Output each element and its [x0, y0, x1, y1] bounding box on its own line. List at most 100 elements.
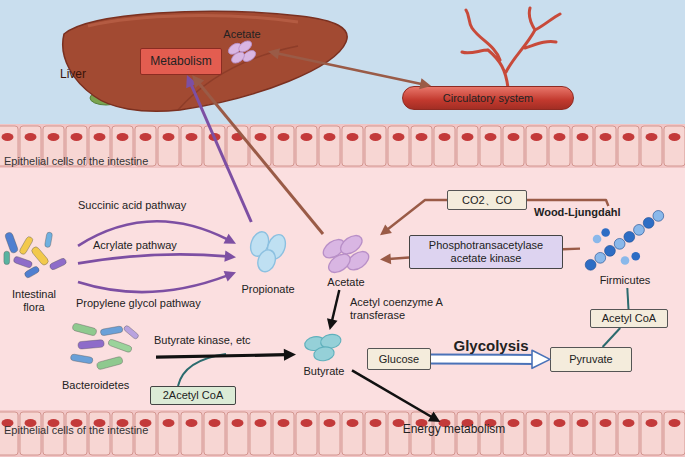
epithelial-cell: [641, 412, 662, 455]
epithelial-cell: [526, 126, 547, 166]
cell-nucleus: [577, 419, 589, 427]
node-text: Acetate: [312, 276, 380, 289]
arrow-line: [387, 200, 447, 230]
cell-nucleus: [531, 133, 543, 141]
enzyme-box: Phosphotransacetylase acetate kinase: [409, 235, 563, 269]
rod-bacterium: [44, 232, 52, 248]
epithelial-cell: [365, 412, 386, 455]
arrow-line: [78, 275, 228, 292]
node-text: Phosphotransacetylase acetate kinase: [412, 239, 560, 264]
rod-bacterium: [4, 232, 18, 254]
arrow-connector: [156, 349, 296, 361]
epithelial-cell: [342, 126, 363, 166]
epithelial-cell: [526, 412, 547, 455]
arrow-head: [532, 350, 550, 368]
arrow-line: [563, 247, 580, 250]
edge-label: Wood-Ljungdahl: [534, 206, 644, 219]
arrow-head: [380, 253, 391, 264]
substrate-box: Glucose: [367, 348, 431, 370]
arrow-line: [277, 53, 423, 84]
epithelial-cell: [618, 412, 639, 455]
coccus-cell: [624, 231, 635, 242]
node-text: Epithelial cells of the intestine: [4, 155, 264, 168]
cell-nucleus: [508, 419, 520, 427]
epithelial-cell: [434, 126, 455, 166]
epithelial-cell: [181, 412, 202, 455]
vessel-tree: [462, 8, 560, 88]
substrate-box: 2Acetyl CoA: [150, 386, 236, 405]
cell-nucleus: [117, 133, 129, 141]
edge-label: Glycolysis: [436, 337, 546, 354]
node-text: Bacteroidetes: [62, 379, 152, 392]
molecule-lobe: [230, 50, 247, 64]
process-box: Metabolism: [140, 48, 222, 75]
cell-nucleus: [324, 419, 336, 427]
epithelial-cell: [319, 126, 340, 166]
epithelial-cell: [549, 412, 570, 455]
arrow-fill: [431, 356, 536, 363]
epithelial-cell: [250, 126, 271, 166]
epithelial-cell: [480, 126, 501, 166]
rod-bacterium: [72, 323, 97, 336]
epithelial-cell: [227, 126, 248, 166]
arrow-connector: [352, 370, 440, 422]
bacteria-group: Intestinal flora: [2, 226, 78, 314]
epithelial-cell: [411, 126, 432, 166]
arrow-connector: [268, 48, 431, 89]
cell-nucleus: [209, 419, 221, 427]
coccus-cell: [593, 235, 602, 244]
arrow-connector: [186, 75, 251, 222]
arrow-connector: [78, 271, 236, 292]
cell-nucleus: [393, 133, 405, 141]
arrow-connector: [527, 200, 608, 206]
epithelial-cell: [273, 126, 294, 166]
node-text: Acetyl CoA: [602, 312, 656, 325]
bacteria-group: Bacteroidetes: [56, 322, 156, 394]
coccus-cell: [621, 256, 630, 265]
arrow-head: [224, 234, 237, 244]
epithelial-cell: [158, 126, 179, 166]
arrow-head: [284, 349, 296, 361]
epithelial-cell: [457, 126, 478, 166]
arrow-connector: [603, 328, 621, 347]
molecule-symbol: [222, 40, 262, 64]
epithelial-cell: [273, 412, 294, 455]
outcome-text: Energy metabolism: [392, 422, 516, 438]
cell-nucleus: [232, 133, 244, 141]
cell-nucleus: [25, 133, 37, 141]
epithelial-cell: [641, 126, 662, 166]
epithelial-cell: [204, 126, 225, 166]
rod-bacterium: [30, 246, 49, 267]
cell-nucleus: [646, 133, 658, 141]
molecule-lobe: [313, 345, 335, 362]
arrow-head: [428, 412, 440, 422]
epithelial-cell: [572, 126, 593, 166]
epithelium-band: Epithelial cells of the intestineEnergy …: [0, 410, 685, 457]
arrow-head: [327, 318, 338, 330]
cell-nucleus: [600, 133, 612, 141]
cell-nucleus: [554, 133, 566, 141]
node-text: Metabolism: [150, 55, 211, 69]
arrow-head: [419, 78, 431, 89]
rod-bacterium: [49, 257, 67, 270]
cell-nucleus: [531, 419, 543, 427]
arrow-connector: [380, 200, 447, 235]
edge-label: Acrylate pathway: [93, 239, 213, 252]
vessel-branch: [462, 8, 560, 88]
rod-bacterium: [96, 356, 123, 370]
edge-label: Acetyl coenzyme A transferase: [350, 296, 465, 321]
metabolite-molecule: Propionate: [236, 222, 300, 298]
cell-nucleus: [347, 133, 359, 141]
epithelial-cell: [503, 126, 524, 166]
cell-nucleus: [324, 133, 336, 141]
coccus-cell: [614, 238, 625, 249]
liver-shape: [63, 11, 347, 111]
arrow-line: [603, 328, 621, 347]
cell-nucleus: [255, 419, 267, 427]
epithelial-cell: [595, 126, 616, 166]
node-text: Intestinal flora: [2, 288, 66, 313]
epithelial-cell: [296, 126, 317, 166]
